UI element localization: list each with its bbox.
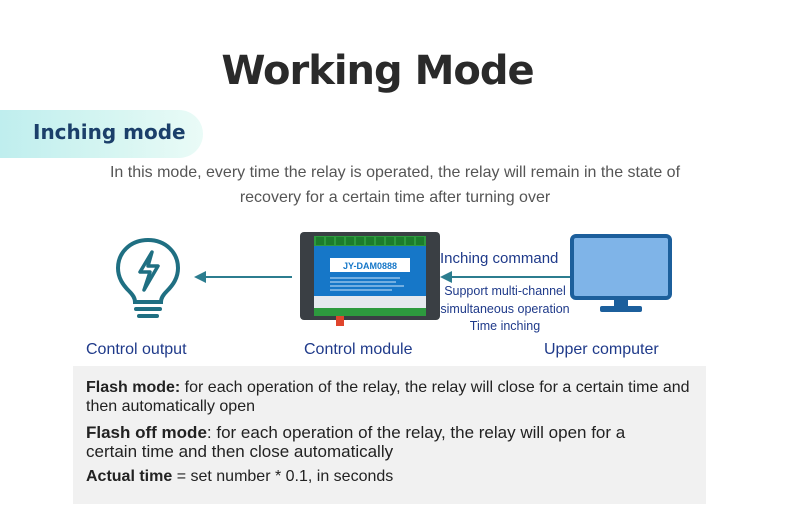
mode-label: Inching mode: [33, 120, 186, 144]
caption-control-output: Control output: [86, 341, 187, 358]
support-line-3: Time inching: [469, 319, 541, 333]
monitor-icon: [570, 234, 672, 312]
notes-panel: [73, 366, 706, 504]
flash-mode-note: Flash mode: for each operation of the re…: [86, 378, 696, 416]
mode-badge: Inching mode: [0, 110, 203, 158]
support-line-2: simultaneous operation: [440, 301, 570, 316]
arrow-left-to-output: [194, 271, 292, 283]
flash-off-mode-label: Flash off mode: [86, 423, 207, 442]
flash-off-mode-note: Flash off mode: for each operation of th…: [86, 423, 646, 461]
arrow-left-to-module: [440, 271, 570, 283]
support-line-1: Support multi-channel: [444, 284, 566, 298]
lightbulb-icon: [115, 237, 181, 318]
flash-mode-text: for each operation of the relay, the rel…: [86, 379, 690, 415]
flash-off-mode-text: : for each operation of the relay, the r…: [86, 423, 626, 461]
actual-time-note: Actual time = set number * 0.1, in secon…: [86, 467, 393, 486]
actual-time-label: Actual time: [86, 468, 173, 485]
page-title: Working Mode: [221, 48, 534, 94]
support-text: Support multi-channel simultaneous opera…: [425, 283, 585, 336]
actual-time-text: = set number * 0.1, in seconds: [172, 468, 394, 485]
caption-control-module: Control module: [304, 341, 413, 358]
control-module-device: JY-DAM0888: [300, 232, 440, 326]
module-label: JY-DAM0888: [343, 261, 397, 271]
flash-mode-label: Flash mode:: [86, 379, 181, 396]
mode-description: In this mode, every time the relay is op…: [109, 164, 681, 206]
caption-upper-computer: Upper computer: [544, 341, 659, 358]
inching-command-label: Inching command: [440, 250, 559, 267]
